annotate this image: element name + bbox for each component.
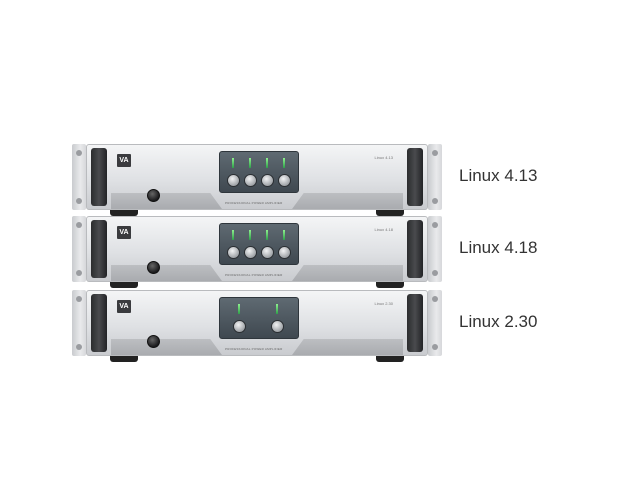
foot (376, 356, 404, 362)
level-led (238, 304, 240, 314)
brand-logo: VA (117, 226, 131, 239)
power-button (147, 261, 160, 274)
foot (376, 282, 404, 288)
level-led (249, 158, 251, 168)
handle-left (91, 220, 107, 278)
level-led (266, 158, 268, 168)
subtitle-text: PROFESSIONAL POWER AMPLIFIER (225, 201, 283, 205)
label-unit-1: Linux 4.13 (459, 166, 538, 185)
model-text: Linux 2.30 (374, 301, 393, 306)
handle-left (91, 148, 107, 206)
level-led (283, 230, 285, 240)
gain-knob (227, 246, 240, 259)
power-button (147, 335, 160, 348)
subtitle-text: PROFESSIONAL POWER AMPLIFIER (225, 273, 283, 277)
level-led (232, 158, 234, 168)
handle-right (407, 148, 423, 206)
level-led (283, 158, 285, 168)
amplifier-unit-1: VA Linux 4.13 PROFESSIONAL POWER AMPLIFI… (72, 144, 442, 216)
level-led (232, 230, 234, 240)
amplifier-unit-3: VA Linux 2.30 PROFESSIONAL POWER AMPLIFI… (72, 290, 442, 362)
rack-ear-right (428, 290, 442, 356)
foot (110, 356, 138, 362)
foot (376, 210, 404, 216)
foot (110, 282, 138, 288)
brand-logo: VA (117, 154, 131, 167)
gain-knob (278, 246, 291, 259)
model-text: Linux 4.18 (374, 227, 393, 232)
model-text: Linux 4.13 (374, 155, 393, 160)
foot (110, 210, 138, 216)
handle-right (407, 294, 423, 352)
control-panel (219, 297, 299, 339)
control-panel (219, 151, 299, 193)
gain-knob (233, 320, 246, 333)
gain-knob (278, 174, 291, 187)
gain-knob (244, 246, 257, 259)
level-led (266, 230, 268, 240)
control-panel (219, 223, 299, 265)
power-button (147, 189, 160, 202)
rack-ear-left (72, 216, 86, 282)
gain-knob (271, 320, 284, 333)
rack-ear-left (72, 290, 86, 356)
front-panel: VA Linux 4.18 PROFESSIONAL POWER AMPLIFI… (86, 216, 428, 282)
level-led (249, 230, 251, 240)
handle-left (91, 294, 107, 352)
front-panel: VA Linux 2.30 PROFESSIONAL POWER AMPLIFI… (86, 290, 428, 356)
rack-ear-right (428, 144, 442, 210)
label-unit-3: Linux 2.30 (459, 312, 538, 331)
gain-knob (261, 174, 274, 187)
rack-ear-left (72, 144, 86, 210)
front-panel: VA Linux 4.13 PROFESSIONAL POWER AMPLIFI… (86, 144, 428, 210)
handle-right (407, 220, 423, 278)
gain-knob (261, 246, 274, 259)
rack-ear-right (428, 216, 442, 282)
brand-logo: VA (117, 300, 131, 313)
label-unit-2: Linux 4.18 (459, 238, 538, 257)
subtitle-text: PROFESSIONAL POWER AMPLIFIER (225, 347, 283, 351)
gain-knob (244, 174, 257, 187)
level-led (276, 304, 278, 314)
gain-knob (227, 174, 240, 187)
amplifier-unit-2: VA Linux 4.18 PROFESSIONAL POWER AMPLIFI… (72, 216, 442, 288)
